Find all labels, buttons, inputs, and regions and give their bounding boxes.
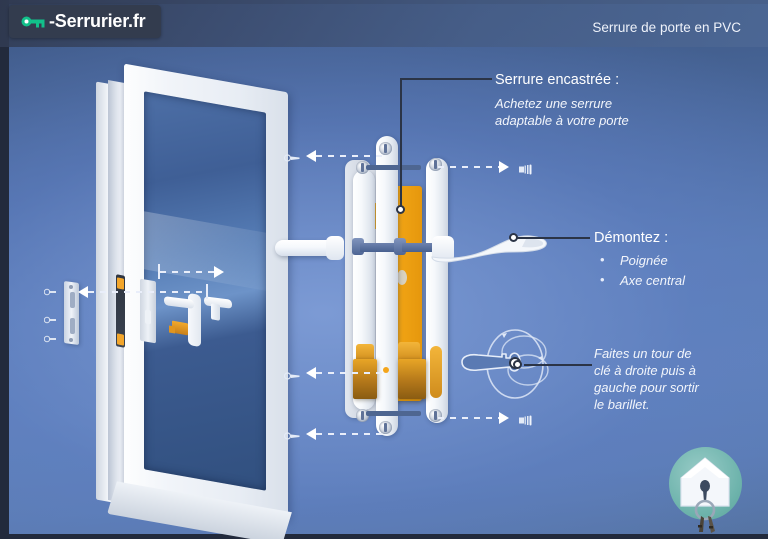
- strike-screw-hole-top: [69, 285, 73, 289]
- callout-disassemble: Démontez : Poignée Axe central: [594, 229, 685, 291]
- leader-mortise-dot: [396, 205, 405, 214]
- strike-plate: [64, 280, 79, 346]
- handle-inner-lever: [275, 240, 337, 256]
- plate-screw-cover-bottom: [379, 421, 392, 434]
- door-mounted-cylinder-cap: [169, 325, 175, 334]
- leader-keyturn-dot: [513, 360, 522, 369]
- strike-screw-hole-bottom: [69, 338, 73, 342]
- euro-cylinder-outer: [398, 359, 426, 399]
- screw-left-top: [283, 150, 301, 162]
- leader-mortise-horizontal: [400, 78, 492, 80]
- arrow-screw-lt-head: [306, 150, 316, 162]
- arrow-screw-lm-head: [306, 367, 316, 379]
- logo-wordmark: -Serrurier.fr: [49, 11, 146, 31]
- callout-key-turn: Faites un tour de clé à droite puis à ga…: [594, 345, 699, 413]
- strike-screw-1: [43, 283, 57, 296]
- arrow-handle-tail: [158, 264, 160, 279]
- list-item: Axe central: [594, 270, 685, 291]
- key-icon: [21, 14, 46, 29]
- through-screw-bottom: [366, 411, 421, 416]
- arrow-screw-rt-dashed: [438, 166, 500, 168]
- keep-tab-top: [117, 277, 124, 290]
- plate-screw-inner-bottom: [356, 409, 369, 422]
- exploded-lock-assembly: [275, 128, 570, 448]
- arrow-screw-lb-dashed: [316, 433, 382, 435]
- callout-keyturn-line4: le barillet.: [594, 397, 650, 412]
- lock-keyhole-opening: [397, 270, 407, 285]
- through-screw-top: [366, 165, 421, 170]
- callout-keyturn-line3: gauche pour sortir: [594, 380, 699, 395]
- screw-right-bottom: [518, 413, 534, 426]
- leader-disassemble-line: [516, 237, 590, 239]
- leader-disassemble-dot: [509, 233, 518, 242]
- callout-mortise-body-line1: Achetez une serrure: [495, 96, 613, 111]
- arrow-screw-lb-head: [306, 428, 316, 440]
- cylinder-fixing-screw: [383, 367, 389, 373]
- arrow-strike-dashed: [88, 291, 208, 293]
- screw-right-top: [518, 162, 534, 175]
- screw-left-mid: [283, 368, 301, 380]
- strike-screw-3: [43, 330, 57, 343]
- cylinder-cap-outer: [398, 342, 420, 362]
- arrow-screw-rt-head: [499, 161, 509, 173]
- key-rotation-diagram: [458, 322, 578, 406]
- door-mounted-handle-grip: [211, 303, 220, 321]
- handle-outer-lever: [430, 233, 550, 263]
- lock-cover-plate: [376, 136, 398, 436]
- plate-screw-outer-bottom: [429, 409, 442, 422]
- canvas-left-edge: [0, 0, 9, 539]
- cylinder-cap-inner: [356, 344, 374, 362]
- cylinder-key-slot: [430, 346, 442, 398]
- spindle-outer: [402, 243, 437, 252]
- callout-mortise-lock: Serrure encastrée : Achetez une serrure …: [495, 71, 629, 129]
- arrow-screw-rb-dashed: [438, 417, 500, 419]
- arrow-handle-dashed: [160, 271, 215, 273]
- strike-screw-2: [43, 311, 57, 324]
- plate-screw-outer-top: [429, 158, 442, 171]
- plate-screw-inner-top: [356, 161, 369, 174]
- strike-plate-slot-bottom: [70, 318, 75, 334]
- callout-disassemble-list: Poignée Axe central: [594, 250, 685, 291]
- canvas-bottom-edge: [0, 534, 768, 539]
- door-faceplate-slot: [145, 309, 151, 325]
- house-keyholder-icon: [680, 457, 730, 533]
- handle-outer-neck: [432, 236, 454, 262]
- arrow-strike-head: [78, 286, 88, 298]
- screw-left-bottom: [283, 428, 301, 440]
- euro-cylinder-inner: [353, 359, 377, 399]
- callout-keyturn-line2: clé à droite puis à: [594, 363, 696, 378]
- arrow-handle-head: [214, 266, 224, 278]
- handle-inner-neck: [326, 236, 344, 260]
- keep-tab-bottom: [117, 333, 124, 346]
- strike-plate-slot-top: [70, 292, 75, 308]
- callout-mortise-heading: Serrure encastrée :: [495, 72, 620, 88]
- house-keyring-badge: [659, 442, 755, 534]
- plate-screw-cover-top: [379, 142, 392, 155]
- spindle-inner: [360, 243, 400, 252]
- arrow-screw-lm-dashed: [316, 372, 382, 374]
- arrow-screw-lt-dashed: [316, 155, 382, 157]
- callout-mortise-body-line2: adaptable à votre porte: [495, 113, 629, 128]
- callout-disassemble-heading: Démontez :: [594, 230, 669, 246]
- list-item: Poignée: [594, 250, 685, 271]
- arrow-strike-tail: [206, 284, 208, 299]
- callout-keyturn-line1: Faites un tour de: [594, 346, 692, 361]
- page-title: Serrure de porte en PVC: [592, 20, 741, 35]
- arrow-screw-rb-head: [499, 412, 509, 424]
- site-logo[interactable]: -Serrurier.fr: [9, 5, 162, 38]
- leader-keyturn-line: [524, 364, 592, 366]
- leader-mortise-vertical: [400, 78, 402, 209]
